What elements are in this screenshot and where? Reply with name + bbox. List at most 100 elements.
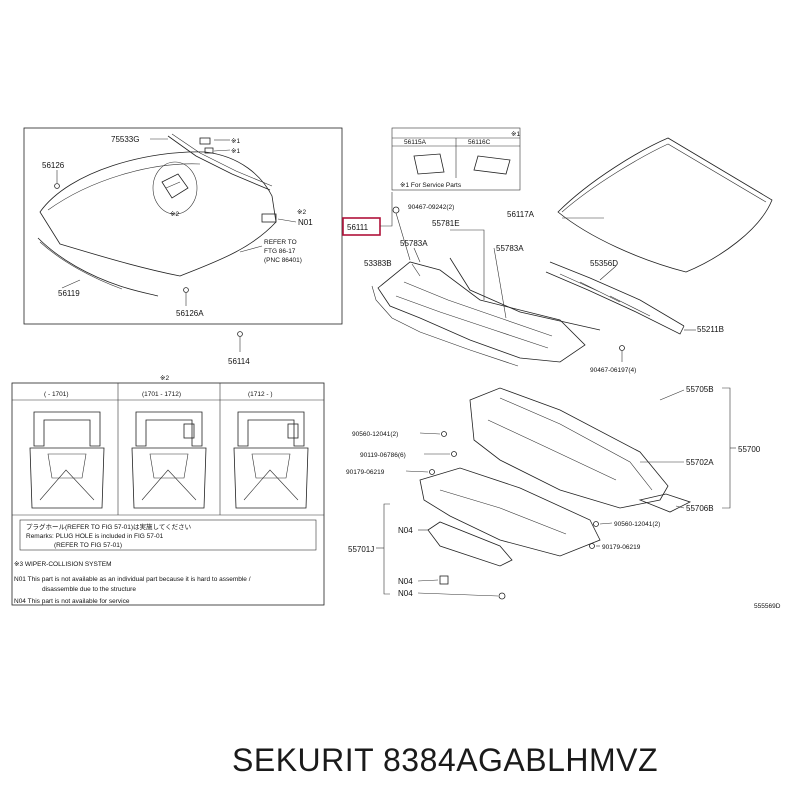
callout-56115a: 56115A (404, 139, 427, 146)
cowl-louver (377, 261, 586, 363)
clip-90467-09242 (392, 206, 400, 214)
callout-90179-06219-bot: 90179-06219 (602, 544, 641, 551)
callout-55700: 55700 (738, 445, 761, 454)
hood-clip-top (199, 137, 211, 145)
plug-col-1: ( - 1701) (44, 391, 69, 398)
callout-90467-09242: 90467-09242(2) (408, 204, 454, 211)
cowl-panel-55701j (427, 521, 513, 567)
callout-75533g: 75533G (111, 135, 139, 144)
bolt-90560-bot (593, 521, 599, 527)
cowl-seal-53383b (371, 285, 519, 367)
callout-55706b: 55706B (686, 504, 714, 513)
windshield-glass (557, 137, 773, 273)
hood-panel: 75533G 56126 56119 56126A 56114 ※1 ※1 ※2… (23, 127, 343, 366)
note-x3: ※3 WIPER-COLLISION SYSTEM (14, 561, 112, 568)
windshield-area: 56117A 55356D 55211B 90467-06197(4) (507, 137, 773, 374)
refer-line-3: (PNC 86401) (264, 257, 302, 264)
plug-sketch-1 (29, 411, 105, 509)
service-parts-box (391, 127, 521, 191)
callout-56119: 56119 (58, 289, 80, 298)
hood-bracket (261, 213, 277, 223)
callout-56111-group: 56111 (342, 192, 393, 236)
plug-panel-header: ※2 (160, 375, 169, 382)
bolt-90119 (451, 451, 457, 457)
callout-55702a: 55702A (686, 458, 714, 467)
clip-n04-c (498, 592, 506, 600)
service-parts-note: ※1 For Service Parts (400, 182, 462, 189)
plug-col-2: (1701 - 1712) (142, 391, 181, 398)
cowl-panel-55356d (549, 261, 685, 327)
plug-note-box (19, 519, 317, 551)
plug-note-line-2: Remarks: PLUG HOLE is included in FIG 57… (26, 533, 164, 540)
hood-panel-frame (23, 127, 343, 325)
plug-sketch-2 (131, 411, 207, 509)
callout-n04-c: N04 (398, 589, 413, 598)
bolt-90560-top (441, 431, 447, 437)
note-n04: N04 This part is not available for servi… (14, 598, 130, 605)
refer-line-2: FTG 86-17 (264, 248, 296, 255)
callout-55705b: 55705B (686, 385, 714, 394)
clip-90467-06197 (619, 345, 625, 351)
callout-x1-a: ※1 (231, 138, 240, 145)
callout-x1-b: ※1 (231, 148, 240, 155)
callout-90467-06197: 90467-06197(4) (590, 367, 636, 374)
drawing-number: 555569D (754, 603, 781, 610)
callout-56126: 56126 (42, 161, 65, 170)
hood-lower-strip-inner (39, 241, 123, 290)
cowl-panel-55702a (419, 467, 601, 557)
callout-n01: N01 (298, 218, 313, 227)
callout-55211b: 55211B (697, 325, 724, 334)
plug-hole-panel: ※2 ( - 1701) (1701 - 1712) (1712 - ) (11, 375, 325, 606)
plug-sketch-3 (233, 411, 309, 509)
seal-strip-55783a (449, 257, 601, 331)
clip-90179-top (429, 469, 435, 475)
hood-latch-detail (152, 161, 198, 215)
cowl-panel-assembly: 55705B 55700 90560-12041(2) 90119-06786(… (346, 385, 781, 610)
callout-x2: ※2 (170, 211, 179, 218)
note-n01-a: N01 This part is not available as an ind… (14, 576, 251, 583)
hood-clip-56126 (54, 183, 60, 189)
cowl-panel-55705b (469, 387, 669, 509)
callout-90179-06219-top: 90179-06219 (346, 469, 385, 476)
part-56115a-shape (413, 153, 445, 175)
service-box-marker: ※1 (511, 131, 520, 138)
hood-edge-line (47, 163, 201, 211)
callout-55356d: 55356D (590, 259, 618, 268)
plug-hole-frame (11, 382, 325, 606)
hood-clip-top2 (204, 147, 214, 154)
callout-55701j: 55701J (348, 545, 374, 554)
cowl-top-area: ※1 56115A 56116C ※1 For Service Parts 90… (364, 127, 601, 367)
callout-55783a-left: 55783A (400, 239, 428, 248)
refer-line-1: REFER TO (264, 239, 297, 246)
plug-note-line-3: (REFER TO FIG 57-01) (54, 542, 122, 549)
cowl-panel-55706b (638, 493, 692, 513)
highlight-box-56111 (342, 217, 381, 236)
callout-56114: 56114 (228, 357, 250, 366)
hood-seal-strip (167, 135, 271, 191)
callout-53383b: 53383B (364, 259, 392, 268)
callout-90560-12041-bot: 90560-12041(2) (614, 521, 660, 528)
plug-note-line-1: プラグホール(REFER TO FIG 57-01)は実施してください (26, 522, 191, 531)
callout-55781e: 55781E (432, 219, 460, 228)
product-title: SEKURIT 8384AGABLHMVZ (232, 742, 659, 778)
callout-90119-06786: 90119-06786(6) (360, 452, 406, 459)
callout-56111: 56111 (347, 223, 369, 232)
callout-56126a: 56126A (176, 309, 204, 318)
hood-clip-56114 (237, 331, 243, 337)
hood-seal-strip-inner (171, 133, 273, 187)
callout-55783a-right: 55783A (496, 244, 524, 253)
callout-56116c: 56116C (468, 139, 491, 146)
callout-n04-a: N04 (398, 526, 413, 535)
plug-col-3: (1712 - ) (248, 391, 273, 398)
hood-clip-56126a (183, 287, 189, 293)
hood-lower-strip (37, 237, 159, 297)
clip-n04-b (439, 575, 449, 585)
callout-90560-12041-top: 90560-12041(2) (352, 431, 398, 438)
callout-56117a: 56117A (507, 210, 535, 219)
callout-x2-b: ※2 (297, 209, 306, 216)
callout-n04-b: N04 (398, 577, 413, 586)
note-n01-b: disassemble due to the structure (42, 586, 136, 593)
part-56116c-shape (473, 155, 511, 175)
clip-90179-bot (589, 543, 595, 549)
